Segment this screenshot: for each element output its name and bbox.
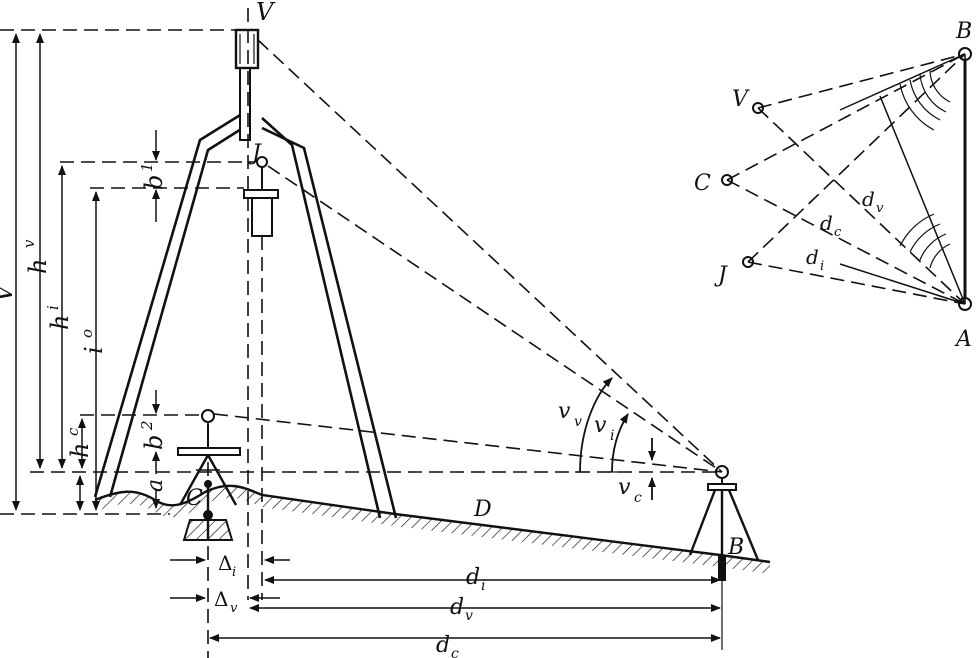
label-vv: v [558, 399, 571, 424]
angle-arcs [575, 377, 656, 500]
station-c-instrument [177, 409, 241, 541]
label-hv-sub: v [20, 239, 38, 248]
label-c-main: C [186, 486, 203, 511]
label-d: D [473, 497, 492, 522]
label-inset-j: J [714, 263, 728, 288]
label-hc-sub: c [64, 427, 82, 436]
label-j-main: J [248, 141, 262, 166]
label-vc-sub: c [634, 490, 642, 506]
label-inset-dc-sub: c [834, 225, 842, 240]
label-inset-dc: d [820, 211, 833, 235]
label-delta-i: Δ [218, 551, 232, 575]
label-io: i [80, 346, 108, 354]
label-b-main: B [727, 535, 744, 560]
label-dc-sub: c [451, 646, 459, 658]
label-vv-sub: v [574, 414, 582, 430]
label-di-sub: i [481, 578, 485, 594]
label-b1: b [140, 175, 168, 190]
label-inset-c: C [694, 171, 711, 196]
label-v-left: V [0, 282, 18, 302]
label-b1-sub: 1 [138, 162, 156, 172]
plan-view-inset [721, 47, 972, 311]
label-hi: h [46, 315, 74, 330]
label-delta-v: Δ [214, 587, 228, 611]
label-dv-sub: v [465, 608, 473, 624]
label-inset-a: A [954, 327, 972, 352]
label-inset-dv-sub: v [876, 201, 884, 216]
label-b2-sub: 2 [138, 420, 156, 431]
label-dc: d [436, 633, 450, 658]
label-di: d [466, 565, 480, 590]
label-hi-sub: i [44, 305, 62, 310]
label-delta-v-sub: v [230, 601, 238, 616]
label-vi: v [594, 413, 607, 438]
label-vc: v [618, 475, 631, 500]
label-dv: d [450, 595, 464, 620]
label-vi-sub: i [610, 428, 614, 444]
ground-profile [94, 484, 771, 574]
label-v-top: V [256, 0, 276, 26]
label-inset-b: B [955, 19, 972, 44]
label-inset-di-sub: i [820, 259, 824, 274]
label-inset-dv: d [862, 187, 875, 211]
label-a: a [143, 479, 168, 492]
tower-frame [93, 28, 398, 519]
left-dimensions [12, 33, 160, 511]
label-hc: h [66, 443, 94, 458]
label-inset-v: V [732, 87, 750, 112]
label-delta-i-sub: i [232, 565, 236, 580]
label-hv: h [24, 259, 52, 274]
label-inset-di: d [806, 245, 819, 269]
label-b2: b [140, 435, 168, 450]
label-io-sub: o [78, 329, 96, 338]
bottom-dimensions [170, 556, 723, 650]
